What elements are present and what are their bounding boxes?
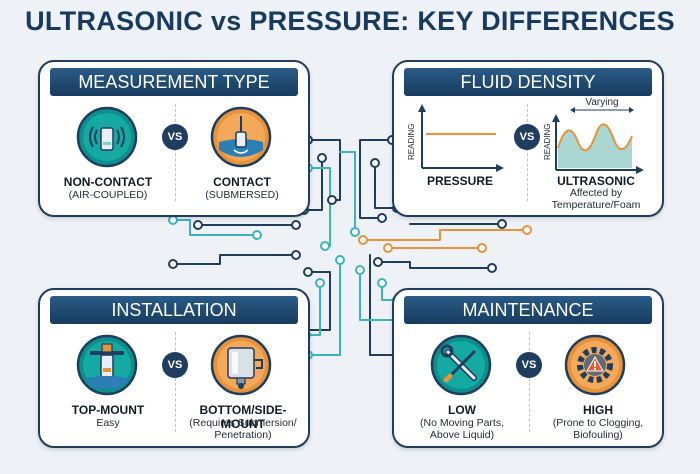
flat-line-chart-icon: READING <box>400 102 510 179</box>
low-sub-line2: Above Liquid) <box>429 429 495 441</box>
panel-divider <box>529 332 530 432</box>
high-label: HIGH <box>583 403 613 417</box>
installation-panel: INSTALLATION VS TOP-MOUNT Easy BOTTOM/SI… <box>38 288 310 448</box>
panel-divider <box>175 104 176 201</box>
high-sub-line2: Biofouling) <box>573 429 623 441</box>
panel-header: MEASUREMENT TYPE <box>50 68 298 96</box>
vs-badge: VS <box>162 352 188 378</box>
fluid-density-panel: FLUID DENSITY READING VS READING Varying <box>392 60 664 217</box>
panel-header: INSTALLATION <box>50 296 298 324</box>
bottom-side-mount-sub-line1: (Requires Submersion/ <box>189 417 297 429</box>
ultrasonic-label: ULTRASONIC <box>557 174 635 188</box>
page-title: ULTRASONIC vs PRESSURE: KEY DIFFERENCES <box>25 6 675 36</box>
panel-header: FLUID DENSITY <box>404 68 652 96</box>
panel-divider <box>527 104 528 201</box>
wrench-screwdriver-icon <box>430 334 492 401</box>
bottom-side-mount-label: BOTTOM/SIDE-MOUNT <box>199 403 287 431</box>
ultrasonic-sub-line1: Affected by <box>569 187 623 199</box>
non-contact-sub: (AIR-COUPLED) <box>68 189 148 201</box>
pressure-label: PRESSURE <box>426 174 494 188</box>
vs-badge: VS <box>514 124 540 150</box>
pressure-axis-label: READING <box>407 124 416 160</box>
ultrasonic-sensor-icon <box>76 106 138 173</box>
varying-annotation: Varying <box>585 97 618 108</box>
low-label: LOW <box>448 403 476 417</box>
panel-divider <box>175 332 176 432</box>
side-mount-sensor-icon <box>210 334 272 401</box>
wave-chart-icon: READING Varying <box>540 96 654 181</box>
measurement-type-panel: MEASUREMENT TYPE VS NON-CONTACT (AIR-COU… <box>38 60 310 217</box>
vs-badge: VS <box>516 352 542 378</box>
low-sub-line1: (No Moving Parts, <box>419 417 505 429</box>
contact-label: CONTACT <box>213 175 271 189</box>
non-contact-label: NON-CONTACT <box>63 175 153 189</box>
maintenance-panel: MAINTENANCE VS LOW (No Moving Parts, Abo… <box>392 288 664 448</box>
contact-sub: (SUBMERSED) <box>205 189 279 201</box>
top-mount-sensor-icon <box>76 334 138 401</box>
top-mount-sub: Easy <box>96 417 120 429</box>
panel-header: MAINTENANCE <box>404 296 652 324</box>
gear-warning-icon <box>564 334 626 401</box>
ultrasonic-axis-label: READING <box>543 124 552 160</box>
high-sub-line1: (Prone to Clogging, <box>552 417 644 429</box>
top-mount-label: TOP-MOUNT <box>71 403 145 417</box>
submersed-sensor-icon <box>210 106 272 173</box>
vs-badge: VS <box>162 124 188 150</box>
ultrasonic-sub-line2: Temperature/Foam <box>551 199 641 211</box>
bottom-side-mount-sub-line2: Penetration) <box>214 429 272 441</box>
